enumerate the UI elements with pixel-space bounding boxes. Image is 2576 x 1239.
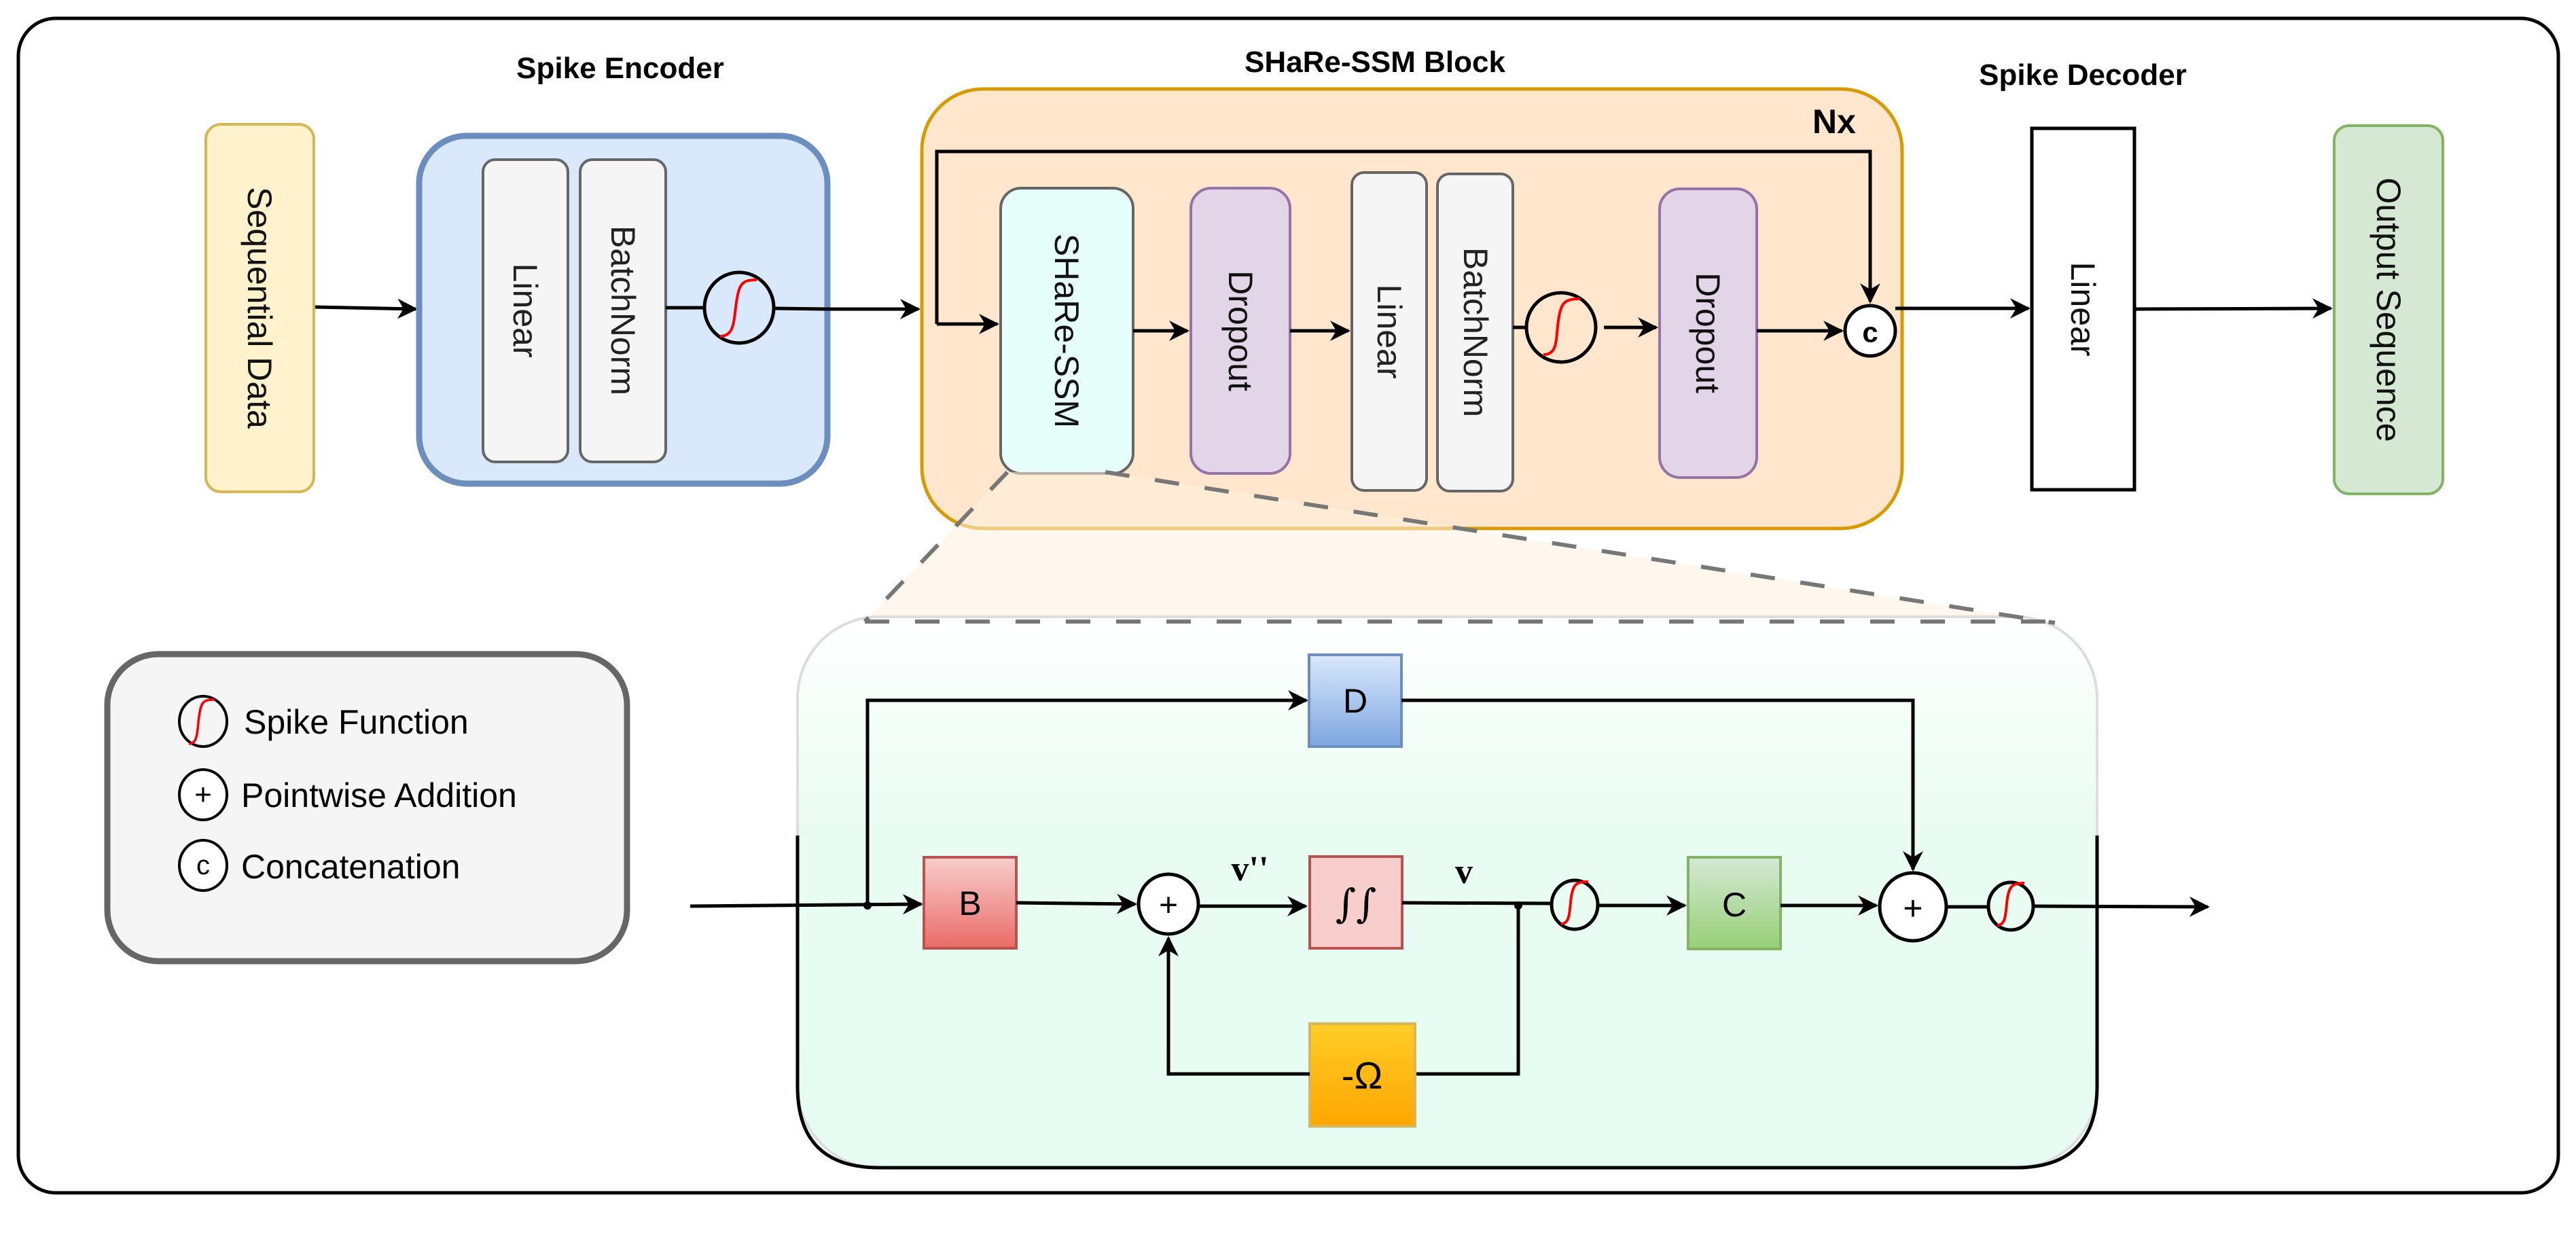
pointwise-addition-icon: +: [1137, 872, 1200, 936]
spike-function-icon: [178, 695, 228, 748]
sequential-data-label: Sequential Data: [240, 187, 279, 429]
plus-symbol: +: [1159, 888, 1178, 924]
feedback-wire-right: [1415, 905, 1520, 1076]
panel-lower-border: [795, 836, 2099, 1170]
spike-encoder: Linear BatchNorm: [416, 132, 831, 487]
legend: Spike Function + Pointwise Addition c Co…: [104, 651, 630, 965]
concatenation-icon: c: [1843, 304, 1897, 358]
B-matrix-box: B: [923, 856, 1018, 950]
arrow-decoder-to-output: [2134, 298, 2333, 319]
plus-symbol: +: [194, 778, 212, 812]
legend-item-spike-function: Spike Function: [178, 695, 469, 748]
v-ddot-label: v'': [1232, 850, 1269, 888]
spike-decoder-title: Spike Decoder: [1979, 58, 2187, 92]
zoom-line-right: [1105, 470, 2056, 625]
concat-symbol: c: [1862, 317, 1878, 348]
encoder-linear-layer: Linear: [482, 158, 569, 463]
decoder-linear-label: Linear: [2064, 262, 2102, 357]
spike-function-icon: [702, 270, 776, 345]
spike-encoder-title: Spike Encoder: [516, 52, 724, 85]
block-linear-label: Linear: [1370, 285, 1408, 379]
concat-symbol: c: [196, 850, 210, 880]
repeat-count-label: Nx: [1812, 103, 1856, 141]
omega-box: -Ω: [1308, 1022, 1416, 1128]
integrator-label: ∫∫: [1336, 880, 1376, 927]
concatenation-icon: c: [178, 839, 228, 892]
dropout-layer-1: Dropout: [1189, 187, 1291, 475]
plus-symbol: +: [1903, 889, 1922, 927]
C-matrix-box: C: [1687, 856, 1782, 950]
output-sequence-label: Output Sequence: [2369, 177, 2408, 442]
wire-to-D: [865, 690, 1308, 905]
block-skip-connection: [935, 149, 1880, 324]
share-ssm-label: SHaRe-SSM: [1048, 234, 1086, 428]
legend-label: Concatenation: [241, 848, 460, 886]
ssm-detail-panel: D B + v'' ∫∫ v -Ω: [690, 470, 2210, 1170]
pointwise-addition-icon: +: [1878, 871, 1948, 943]
ssm-input-wire: [690, 894, 923, 915]
spike-decoder: Linear: [2030, 126, 2136, 492]
block-batchnorm-label: BatchNorm: [1456, 247, 1495, 417]
share-ssm-block-title: SHaRe-SSM Block: [1245, 46, 1505, 79]
B-label: B: [959, 884, 981, 922]
wire: [773, 306, 828, 311]
v-label: v: [1455, 852, 1473, 891]
feedback-wire-left: [1158, 936, 1310, 1076]
encoder-batchnorm-layer: BatchNorm: [579, 158, 667, 463]
omega-label: -Ω: [1342, 1054, 1383, 1097]
wire-B-to-sum: [1016, 893, 1137, 914]
D-matrix-box: D: [1308, 653, 1403, 748]
legend-label: Spike Function: [244, 703, 469, 741]
wire-D-to-sum: [1401, 698, 1923, 872]
block-linear-layer: Linear: [1350, 171, 1428, 492]
share-ssm-block: Nx SHaRe-SSM Dropout Linear BatchNorm: [920, 87, 1904, 531]
share-ssm-layer[interactable]: SHaRe-SSM: [999, 187, 1134, 475]
legend-label: Pointwise Addition: [241, 776, 517, 814]
C-label: C: [1722, 886, 1747, 924]
block-batchnorm-layer: BatchNorm: [1436, 173, 1514, 492]
legend-item-concatenation: c Concatenation: [178, 839, 460, 892]
encoder-batchnorm-label: BatchNorm: [604, 226, 642, 395]
spike-function-icon: [1524, 291, 1598, 364]
ssm-output-wire: [2033, 896, 2210, 917]
arrow-input-to-encoder: [315, 298, 418, 319]
legend-item-pointwise-addition: + Pointwise Addition: [178, 768, 517, 821]
encoder-linear-label: Linear: [506, 264, 544, 358]
sequential-data-node: Sequential Data: [204, 123, 315, 493]
double-integrator-box: ∫∫: [1308, 855, 1403, 950]
zoom-line-left: [863, 470, 1009, 624]
dropout-1-label: Dropout: [1221, 270, 1259, 391]
zoom-wedge: [865, 472, 2055, 623]
dropout-layer-2: Dropout: [1658, 187, 1758, 479]
dropout-2-label: Dropout: [1689, 272, 1727, 393]
D-label: D: [1343, 682, 1367, 720]
output-sequence-node: Output Sequence: [2333, 124, 2444, 495]
pointwise-addition-icon: +: [178, 768, 228, 821]
